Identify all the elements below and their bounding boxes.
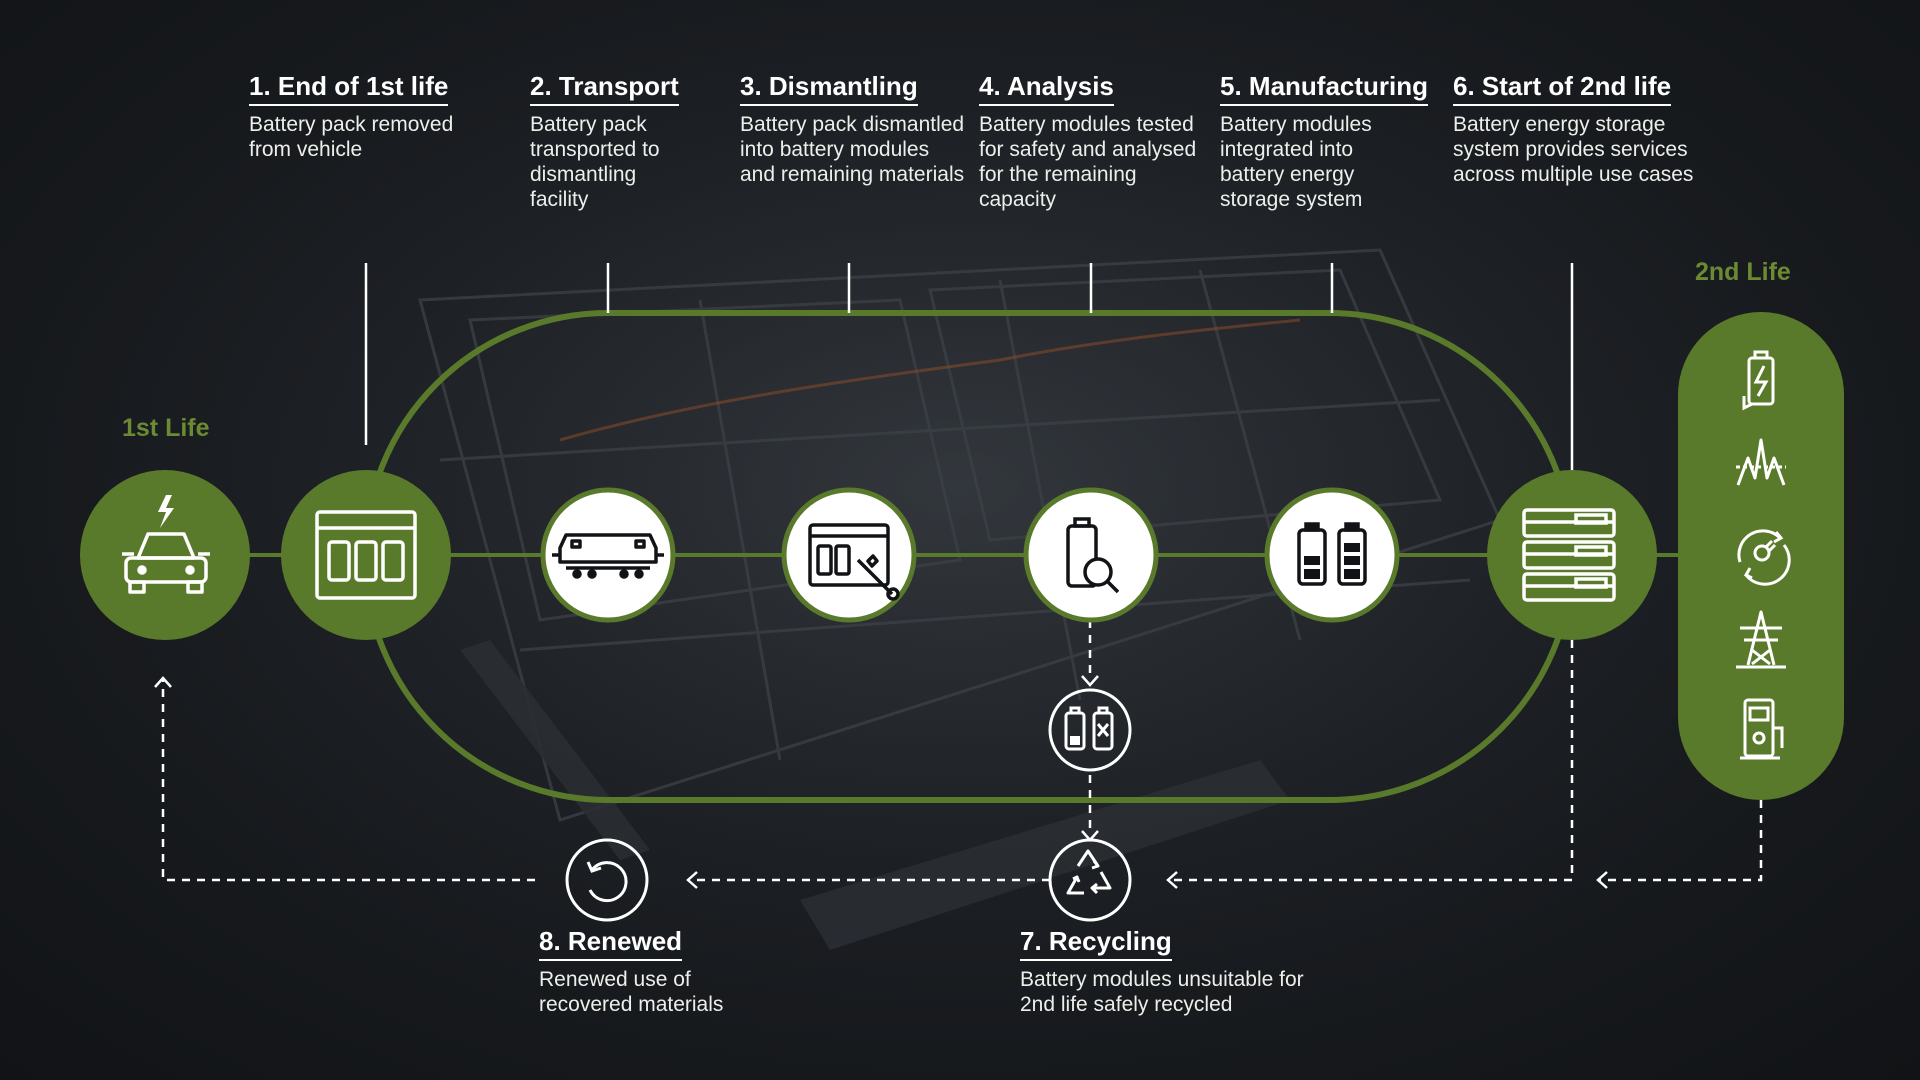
recycling-node [1048, 838, 1132, 922]
second-life-label: 2nd Life [1695, 258, 1791, 286]
battery-modules-icon [1297, 522, 1367, 586]
step-4: 4. Analysis Battery modules tested for s… [979, 70, 1204, 212]
recycling-icon [1066, 849, 1112, 895]
step-3-node [781, 487, 917, 623]
grid-signal-icon [1736, 438, 1786, 486]
step-2-title: 2. Transport [530, 70, 679, 106]
step-2-description: Battery pack transported to dismantling … [530, 113, 660, 211]
battery-charging-icon [1742, 350, 1775, 411]
step-6: 6. Start of 2nd life Battery energy stor… [1453, 70, 1703, 187]
step-1-node [281, 470, 451, 640]
step-2-node [540, 487, 676, 623]
step-5-node [1264, 487, 1400, 623]
return-arrowheads [154, 675, 1608, 889]
step-8-title: 8. Renewed [539, 925, 683, 961]
step-5-title: 5. Manufacturing [1220, 70, 1429, 106]
step-4-title: 4. Analysis [979, 70, 1114, 106]
step-1: 1. End of 1st life Battery pack removed … [249, 70, 489, 162]
step-7: 7. Recycling Battery modules unsuitable … [1020, 925, 1320, 1017]
unsuitable-node [1048, 688, 1132, 772]
battery-magnifier-icon [1066, 517, 1120, 594]
step-2: 2. Transport Battery pack transported to… [530, 70, 700, 212]
step-1-title: 1. End of 1st life [249, 70, 449, 106]
renewed-icon [586, 861, 628, 903]
step-5-description: Battery modules integrated into battery … [1220, 113, 1372, 211]
step-8: 8. Renewed Renewed use of recovered mate… [539, 925, 759, 1017]
step-6-description: Battery energy storage system provides s… [1453, 113, 1694, 186]
step-3: 3. Dismantling Battery pack dismantled i… [740, 70, 965, 187]
step-6-title: 6. Start of 2nd life [1453, 70, 1672, 106]
step-7-title: 7. Recycling [1020, 925, 1172, 961]
power-plug-cycle-icon [1737, 529, 1791, 586]
energy-storage-rack-icon [1522, 508, 1616, 602]
electric-car-icon [122, 495, 210, 594]
step-1-description: Battery pack removed from vehicle [249, 113, 454, 161]
step-3-description: Battery pack dismantled into battery mod… [740, 113, 965, 186]
step-8-description: Renewed use of recovered materials [539, 968, 724, 1016]
step-3-title: 3. Dismantling [740, 70, 918, 106]
first-life-node [80, 470, 250, 640]
first-life-label: 1st Life [122, 414, 210, 442]
step-4-description: Battery modules tested for safety and an… [979, 113, 1197, 211]
dismantling-wrench-icon [808, 523, 900, 601]
battery-unsuitable-icon [1064, 706, 1114, 751]
step-5: 5. Manufacturing Battery modules integra… [1220, 70, 1429, 212]
second-life-panel [1678, 312, 1844, 800]
renewed-node [565, 838, 649, 922]
step-leader-lines [364, 263, 1574, 475]
power-pylon-icon [1736, 610, 1786, 669]
ev-charger-icon [1740, 698, 1784, 760]
step-4-node [1023, 487, 1159, 623]
battery-pack-icon [315, 510, 417, 600]
step-7-description: Battery modules unsuitable for 2nd life … [1020, 968, 1304, 1016]
transport-icon [552, 533, 664, 579]
return-paths [161, 620, 1763, 882]
step-6-node [1487, 470, 1657, 640]
